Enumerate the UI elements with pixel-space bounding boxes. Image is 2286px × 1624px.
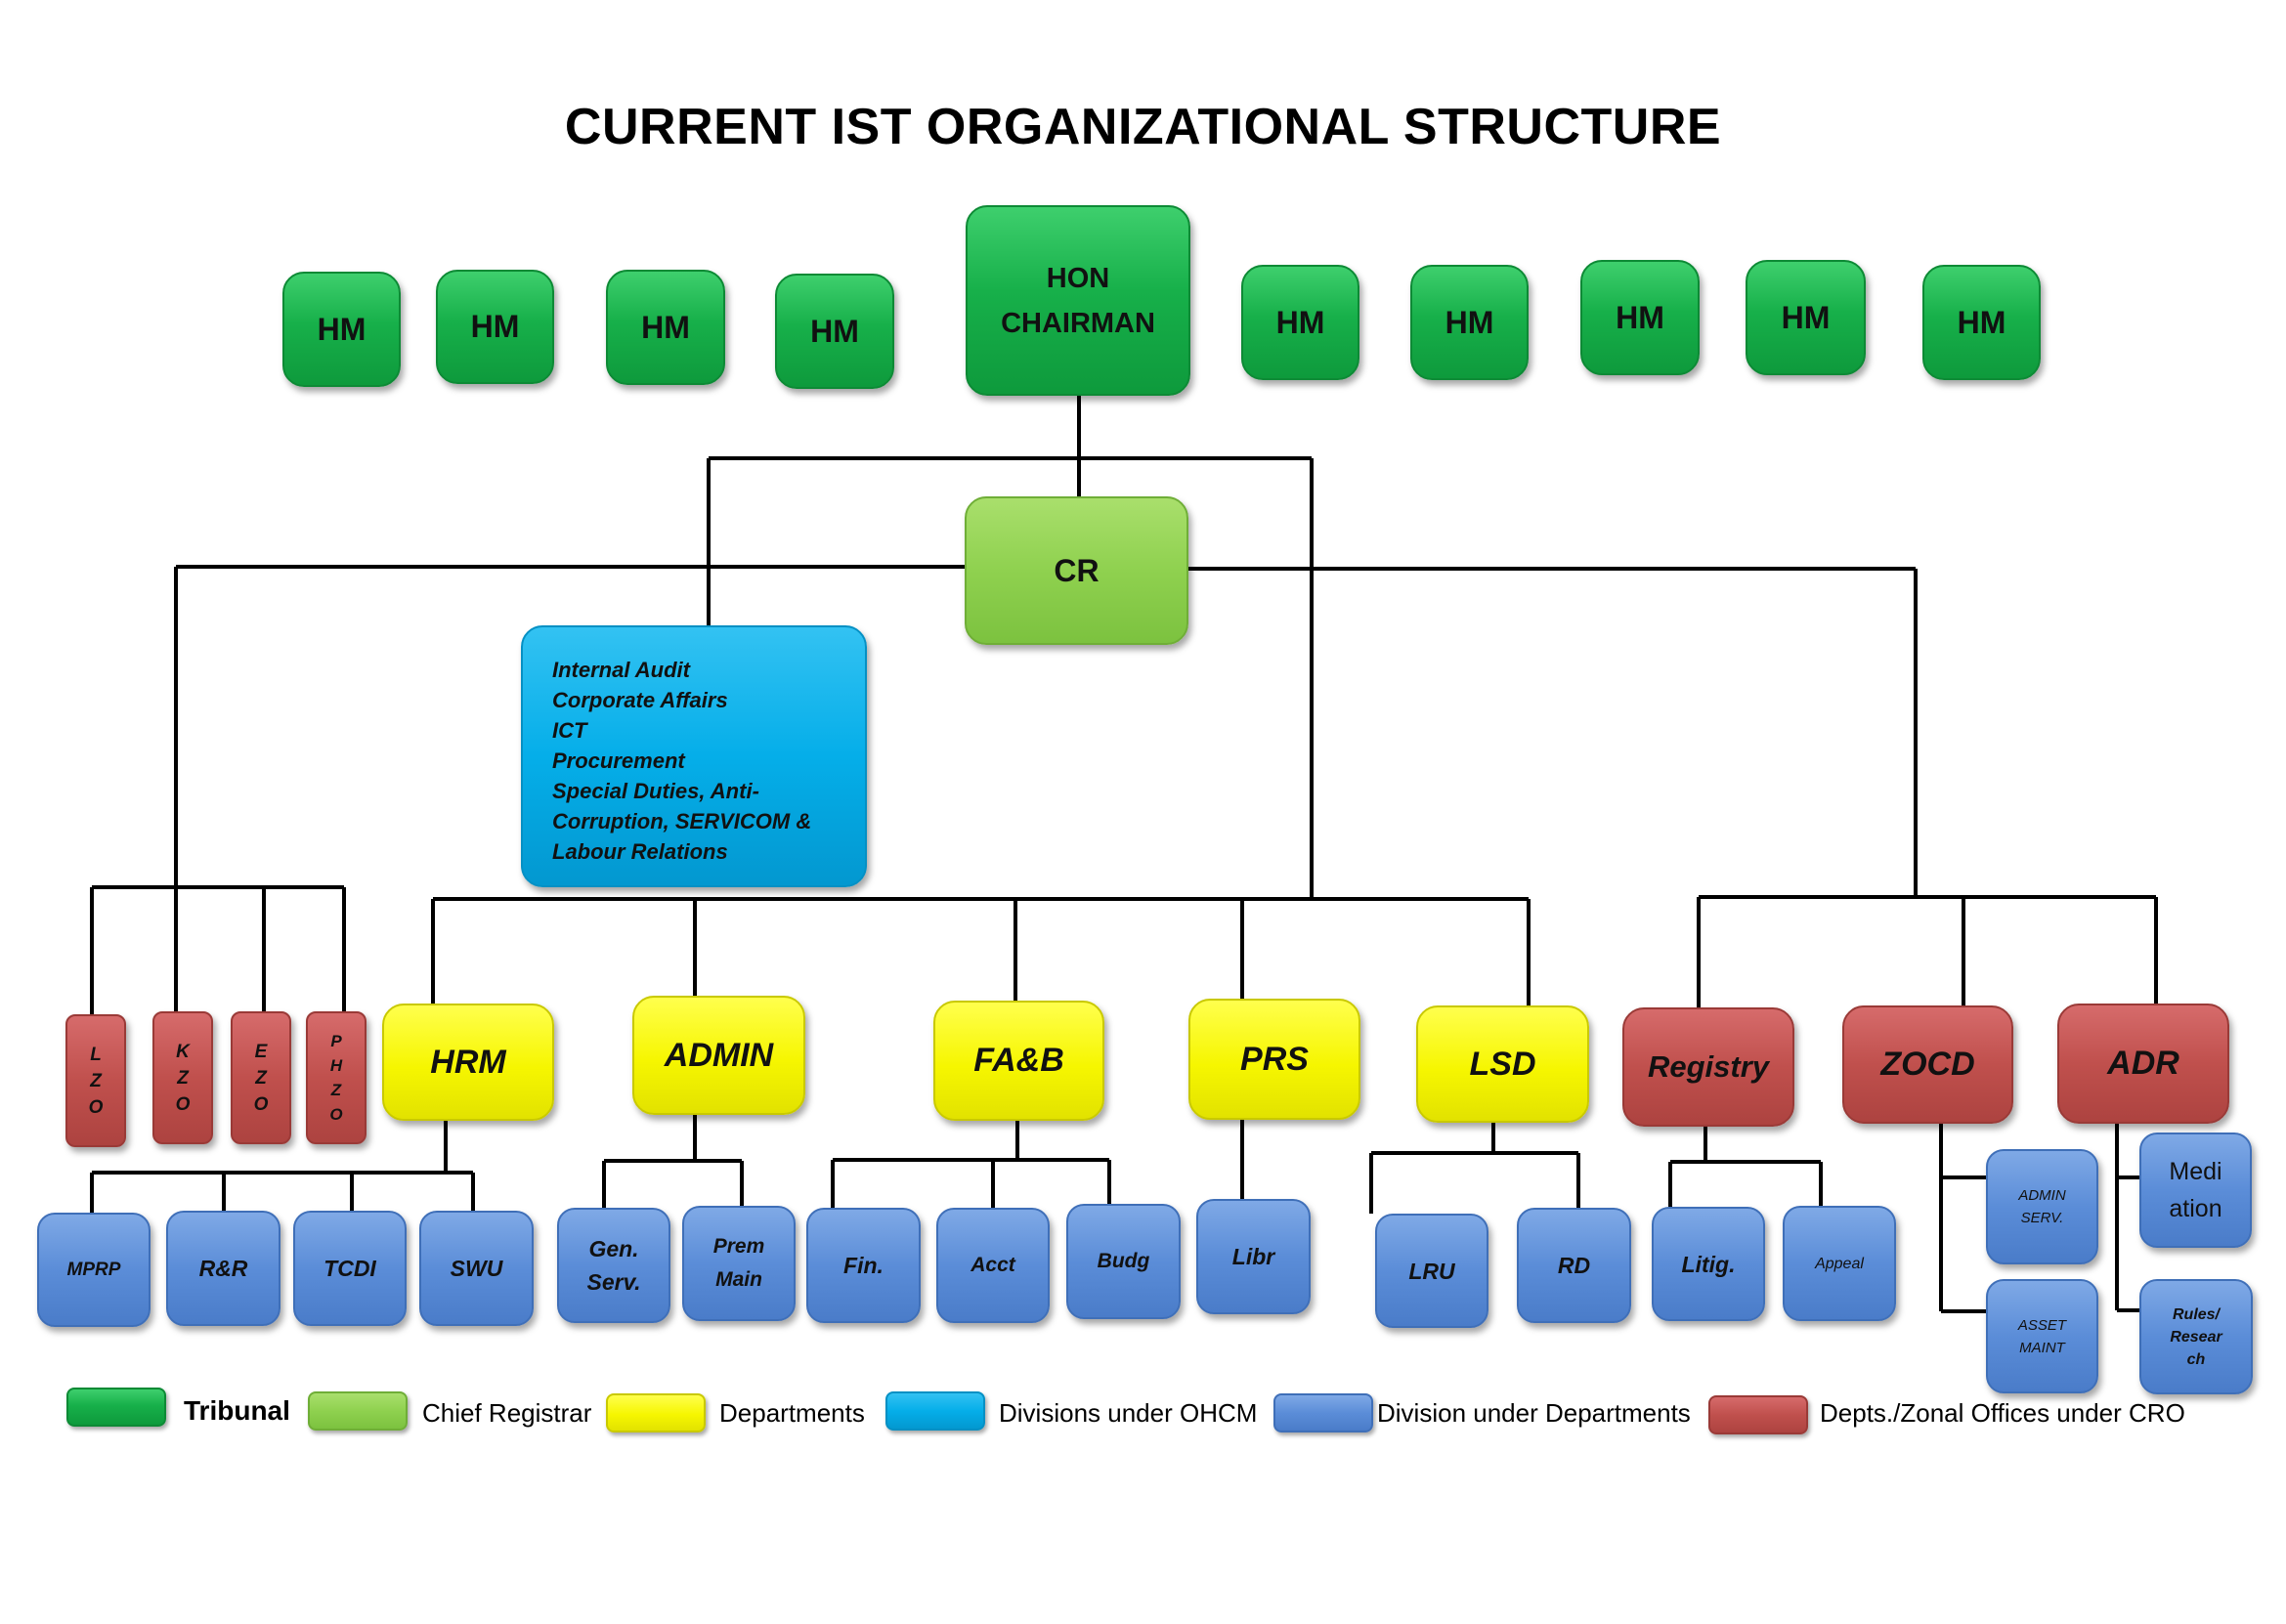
ohcm-division-item: Procurement <box>552 748 685 773</box>
zonal-letter: Z <box>330 1081 342 1099</box>
legend-label-ohcm: Divisions under OHCM <box>999 1398 1258 1428</box>
division-swu: SWU <box>419 1211 534 1326</box>
legend-label-tribunal: Tribunal <box>184 1395 290 1426</box>
zonal-letter: O <box>253 1093 269 1115</box>
hm-box-3: HM <box>606 270 725 385</box>
legend-swatch-tribunal <box>66 1388 166 1427</box>
zonal-office-phzo: P H Z O <box>306 1011 367 1144</box>
legend-swatch-chief-registrar <box>308 1391 408 1431</box>
hm-box-8: HM <box>1746 260 1866 375</box>
division-mediation: Medi ation <box>2139 1133 2252 1248</box>
legend-swatch-cro <box>1708 1395 1808 1434</box>
division-line: ch <box>2186 1350 2206 1368</box>
chairman-line-1: HON <box>1046 262 1110 294</box>
legend-label-chief-registrar: Chief Registrar <box>422 1398 592 1428</box>
legend-swatch-ohcm <box>885 1391 985 1431</box>
division-rules-research: Rules/ Resear ch <box>2139 1279 2253 1394</box>
zonal-letter: P <box>330 1032 342 1050</box>
division-rd: RD <box>1517 1208 1631 1323</box>
hm-box-4: HM <box>775 274 894 389</box>
ohcm-division-item: Corporate Affairs <box>552 688 728 712</box>
hm-box-7: HM <box>1580 260 1700 375</box>
cr-box: CR <box>965 496 1188 645</box>
zonal-letter: K <box>176 1041 190 1062</box>
chairman-line-2: CHAIRMAN <box>1001 307 1155 339</box>
division-mprp: MPRP <box>37 1213 151 1327</box>
division-line: ation <box>2169 1195 2222 1222</box>
legend-swatch-division-departments <box>1273 1393 1373 1432</box>
dept-registry: Registry <box>1622 1007 1794 1127</box>
division-lru: LRU <box>1375 1214 1488 1328</box>
division-litig: Litig. <box>1652 1207 1765 1321</box>
zonal-letter: Z <box>255 1067 267 1089</box>
dept-hrm: HRM <box>382 1004 554 1121</box>
zonal-office-ezo: E Z O <box>231 1011 291 1144</box>
division-tcdi: TCDI <box>293 1211 407 1326</box>
ohcm-division-item: ICT <box>552 718 587 743</box>
ohcm-division-item: Special Duties, Anti- <box>552 779 759 803</box>
zonal-office-lzo: L Z O <box>65 1014 126 1147</box>
division-line: SERV. <box>2020 1210 2064 1226</box>
division-line: Main <box>715 1268 762 1291</box>
legend-label-departments: Departments <box>719 1398 865 1428</box>
dept-fab: FA&B <box>933 1001 1104 1121</box>
dept-admin: ADMIN <box>632 996 805 1115</box>
legend-swatch-departments <box>606 1393 706 1432</box>
division-line: Serv. <box>586 1269 641 1295</box>
hon-chairman-box: HON CHAIRMAN <box>966 205 1190 396</box>
dept-adr: ADR <box>2057 1004 2229 1124</box>
legend-label-cro: Depts./Zonal Offices under CRO <box>1820 1398 2185 1428</box>
division-r-and-r: R&R <box>166 1211 280 1326</box>
hm-box-6: HM <box>1410 265 1529 380</box>
ohcm-divisions-box: Internal Audit Corporate Affairs ICT Pro… <box>521 625 867 887</box>
zonal-letter: L <box>90 1044 102 1065</box>
legend-label-division-departments: Division under Departments <box>1377 1398 1691 1428</box>
division-line: Medi <box>2169 1158 2222 1185</box>
chart-title: CURRENT IST ORGANIZATIONAL STRUCTURE <box>564 99 1722 155</box>
zonal-letter: Z <box>90 1070 102 1091</box>
division-line: ASSET <box>2017 1316 2067 1334</box>
ohcm-division-item: Labour Relations <box>552 839 728 864</box>
hm-box-9: HM <box>1922 265 2041 380</box>
division-line: ADMIN <box>2018 1187 2066 1204</box>
division-appeal: Appeal <box>1783 1206 1896 1321</box>
division-line: Prem <box>712 1235 765 1258</box>
division-budg: Budg <box>1066 1204 1181 1319</box>
dept-lsd: LSD <box>1416 1005 1589 1123</box>
hm-box-5: HM <box>1241 265 1359 380</box>
dept-zocd: ZOCD <box>1842 1005 2013 1124</box>
zonal-office-kzo: K Z O <box>152 1011 213 1144</box>
division-acct: Acct <box>936 1208 1050 1323</box>
zonal-letter: E <box>254 1041 268 1062</box>
hm-box-2: HM <box>436 270 554 384</box>
zonal-letter: O <box>175 1093 191 1115</box>
ohcm-division-item: Corruption, SERVICOM & <box>552 809 812 833</box>
zonal-letter: Z <box>177 1067 189 1089</box>
dept-prs: PRS <box>1188 999 1360 1120</box>
division-asset-maint: ASSET MAINT <box>1986 1279 2098 1393</box>
zonal-letter: O <box>329 1105 343 1124</box>
ohcm-division-item: Internal Audit <box>552 658 690 682</box>
division-line: Gen. <box>588 1236 639 1261</box>
division-prem-main: Prem Main <box>682 1206 796 1321</box>
division-line: Rules/ <box>2172 1305 2220 1323</box>
zonal-letter: H <box>329 1056 343 1075</box>
division-line: MAINT <box>2019 1339 2065 1356</box>
division-line: Resear <box>2170 1328 2222 1346</box>
division-fin: Fin. <box>806 1208 921 1323</box>
division-gen-serv: Gen. Serv. <box>557 1208 670 1323</box>
hm-box-1: HM <box>282 272 401 387</box>
division-admin-serv: ADMIN SERV. <box>1986 1149 2098 1264</box>
zonal-letter: O <box>88 1096 104 1118</box>
division-libr: Libr <box>1196 1199 1311 1314</box>
